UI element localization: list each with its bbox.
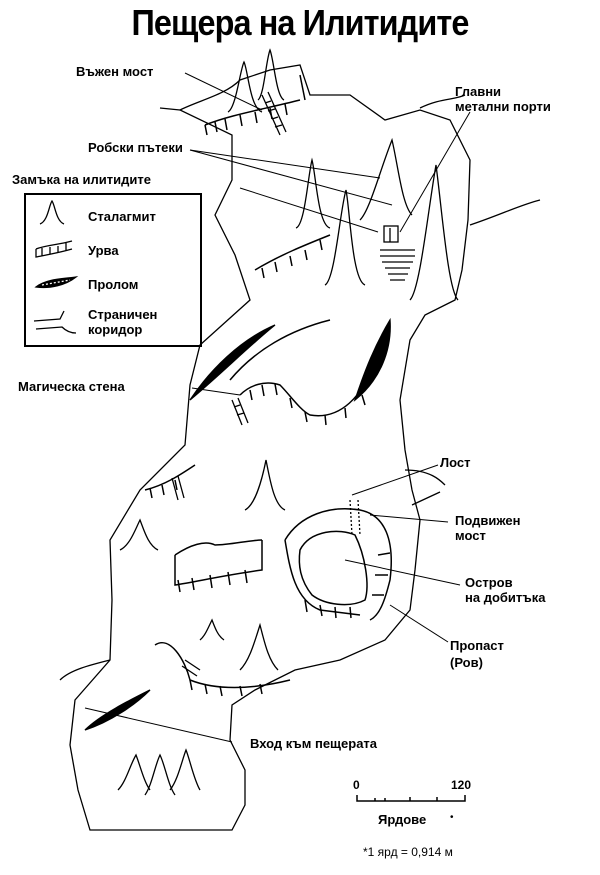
label-chasm-1: Пропаст: [450, 638, 504, 653]
cave-outline: [69, 64, 471, 831]
label-rope-bridge: Въжен мост: [76, 64, 154, 79]
legend-stalagmite: Сталагмит: [88, 209, 156, 224]
scale-bar: [356, 795, 466, 802]
label-castle: Замъка на илитидите: [12, 172, 151, 187]
label-main-gates-1: Главни: [455, 84, 502, 99]
label-island-1: Остров: [465, 575, 513, 590]
cliff-icon: [35, 240, 73, 258]
label-chasm-2: (Ров): [450, 655, 483, 670]
leader-lines: [84, 72, 471, 743]
legend-rift: Пролом: [88, 277, 139, 292]
scale-unit: Ярдове: [378, 812, 427, 827]
drawbridge: [349, 499, 361, 536]
label-drawbridge-1: Подвижен: [455, 513, 521, 528]
castle-icon: [383, 225, 399, 243]
side-passage-icon: [33, 310, 77, 334]
rift-icon: [34, 276, 79, 289]
map-title: Пещера на Илитидите: [131, 2, 470, 43]
label-entrance: Вход към пещерата: [250, 736, 378, 751]
rifts: [84, 317, 391, 731]
label-drawbridge-2: мост: [455, 528, 486, 543]
legend-side-passage-1: Страничен: [88, 307, 158, 322]
stalagmite-icon: [39, 199, 65, 225]
scale-max: 120: [451, 778, 472, 792]
footnote-marker: •: [450, 812, 454, 823]
gate-stairs: [380, 249, 415, 281]
map-legend: Сталагмит Урва Пролом Страничен коридор: [24, 193, 202, 347]
label-magic-wall: Магическа стена: [18, 379, 125, 394]
legend-cliff: Урва: [88, 243, 119, 258]
rope-bridge: [261, 91, 287, 136]
label-main-gates-2: метални порти: [455, 99, 551, 114]
stalagmites: [117, 48, 459, 796]
scale-min: 0: [353, 778, 360, 792]
label-slave-paths: Робски пътеки: [88, 140, 183, 155]
cliffs: [144, 74, 392, 697]
label-island-2: на добитъка: [465, 590, 546, 605]
scale-footnote: *1 ярд = 0,914 м: [363, 845, 453, 859]
legend-side-passage-2: коридор: [88, 322, 143, 337]
label-lever: Лост: [440, 455, 471, 470]
